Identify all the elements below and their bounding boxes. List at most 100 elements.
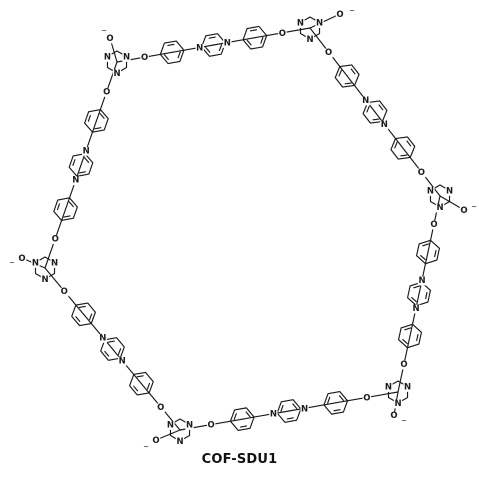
aromatic-double-bond: [425, 292, 428, 300]
ether-bond: [140, 383, 162, 408]
imine-nitrogen: N: [196, 43, 203, 53]
triazine-nitrogen: N: [394, 399, 401, 409]
benzene-ring: [84, 108, 109, 133]
aromatic-double-bond: [366, 105, 370, 113]
wavy-end: ~: [101, 27, 107, 35]
triazine-nitrogen-bg: [445, 187, 454, 196]
aromatic-double-bond: [434, 250, 437, 258]
imine-nitrogen: N: [301, 404, 308, 414]
terminal-oxygen: O: [460, 206, 467, 216]
triazine-nitrogen-bg: [384, 383, 393, 392]
aromatic-double-bond: [245, 411, 251, 418]
aromatic-double-bond: [117, 348, 122, 355]
triazine-nitrogen-bg: [103, 53, 112, 62]
imine-nitrogen-bg: [300, 404, 309, 414]
triazine-nitrogen-bg: [166, 421, 175, 430]
ether-bond: [335, 396, 368, 404]
imine-nitrogen: N: [83, 146, 90, 156]
imine-bond: [346, 75, 367, 101]
imine-nitrogen: N: [224, 39, 231, 49]
triazine-nitrogen-bg: [40, 275, 50, 285]
triazine-nitrogen-bg: [435, 203, 445, 213]
imine-nitrogen-bg: [411, 304, 421, 314]
triazine-nitrogen: N: [427, 187, 434, 197]
benzene-ring: [334, 64, 360, 88]
aromatic-double-bond: [338, 395, 344, 401]
aromatic-double-bond: [378, 104, 384, 111]
imine-bond: [421, 251, 429, 281]
ether-oxygen-bg: [399, 360, 409, 370]
benzene-ring: [416, 239, 440, 265]
triazine-nitrogen-bg: [393, 399, 403, 409]
ether-bond: [44, 267, 65, 292]
imine-bond: [226, 37, 256, 44]
wavy-end: ~: [471, 203, 477, 211]
imine-bond: [303, 402, 337, 409]
aromatic-double-bond: [167, 43, 175, 47]
wavy-end: ~: [401, 417, 407, 425]
triazine-nitrogen: N: [104, 53, 111, 63]
triazine-nitrogen: N: [41, 275, 48, 285]
triazine-nitrogen-bg: [305, 35, 315, 45]
aromatic-double-bond: [413, 285, 421, 289]
aromatic-double-bond: [136, 375, 144, 378]
imine-nitrogen-bg: [117, 357, 127, 366]
terminal-bond: [309, 13, 341, 29]
terminal-oxygen: O: [336, 10, 343, 20]
ether-oxygen: O: [430, 220, 437, 230]
imine-nitrogen: N: [362, 96, 369, 106]
aromatic-double-bond: [133, 385, 139, 392]
wavy-end: ~: [143, 443, 149, 451]
ether-oxygen: O: [52, 235, 59, 245]
structure-caption: COF-SDU1: [201, 452, 278, 467]
aromatic-double-bond: [56, 203, 61, 211]
ether-bond: [106, 61, 118, 93]
aromatic-double-bond: [87, 114, 91, 122]
terminal-oxygen-bg: [459, 206, 469, 216]
imine-nitrogen: N: [72, 176, 79, 186]
aromatic-double-bond: [372, 118, 380, 121]
triazine-nitrogen-bg: [296, 19, 305, 28]
imine-nitrogen-bg: [81, 146, 91, 156]
ether-oxygen-bg: [278, 29, 287, 39]
aromatic-double-bond: [88, 313, 93, 321]
aromatic-double-bond: [218, 44, 223, 51]
imine-nitrogen: N: [418, 276, 425, 286]
aromatic-double-bond: [327, 396, 331, 404]
triazine-nitrogen: N: [176, 437, 183, 447]
aromatic-double-bond: [333, 409, 341, 412]
triazine-nitrogen: N: [306, 35, 313, 45]
ether-oxygen-bg: [102, 88, 111, 97]
imine-nitrogen: N: [99, 333, 106, 343]
imine-bond: [241, 413, 275, 420]
triazine-nitrogen: N: [446, 187, 453, 197]
triazine-nitrogen-bg: [426, 187, 435, 196]
aromatic-double-bond: [344, 82, 352, 85]
wavy-end-bg: [400, 417, 408, 425]
aromatic-double-bond: [420, 254, 426, 261]
benzene-ring: [242, 25, 268, 50]
aromatic-double-bond: [78, 305, 86, 309]
ether-oxygen: O: [363, 393, 370, 403]
aromatic-double-bond: [94, 127, 102, 130]
ether-oxygen: O: [279, 29, 286, 39]
aromatic-double-bond: [422, 243, 430, 247]
wavy-end: ~: [9, 259, 15, 267]
aromatic-double-bond: [402, 338, 408, 345]
aromatic-double-bond: [205, 46, 211, 53]
terminal-oxygen-bg: [389, 411, 399, 421]
aromatic-double-bond: [404, 327, 412, 331]
aromatic-double-bond: [233, 413, 237, 420]
ether-oxygen-bg: [206, 421, 216, 430]
ether-bond: [366, 391, 399, 399]
aromatic-double-bond: [246, 39, 252, 46]
benzene-ring: [323, 391, 349, 415]
benzene-ring: [229, 407, 255, 431]
imine-nitrogen-bg: [98, 334, 108, 343]
triazine-nitrogen: N: [436, 203, 443, 213]
triazine-nitrogen-bg: [50, 259, 59, 268]
ether-oxygen: O: [208, 421, 215, 431]
triazine-nitrogen-bg: [122, 53, 131, 62]
benzene-ring: [53, 197, 78, 222]
triazine-nitrogen-bg: [403, 383, 412, 392]
